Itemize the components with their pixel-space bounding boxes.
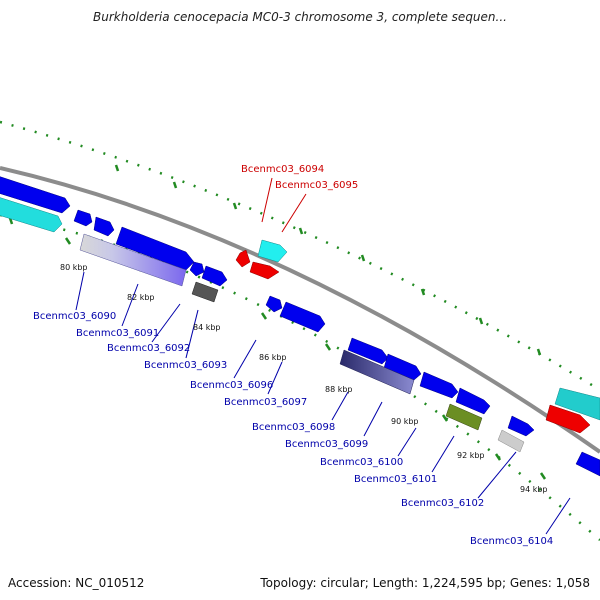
gene-6100-blue xyxy=(419,371,459,399)
gene-6092-blue xyxy=(189,261,205,277)
gene-label[interactable]: Bcenmc03_6097 xyxy=(224,397,307,408)
outer-dotted-ring xyxy=(0,120,600,392)
inner-dotted-ring xyxy=(0,213,600,541)
gene-label[interactable]: Bcenmc03_6098 xyxy=(252,422,335,433)
scale-label: 80 kbp xyxy=(60,263,88,272)
gene-6100b-blue xyxy=(455,387,491,415)
map-title: Burkholderia cenocepacia MC0-3 chromosom… xyxy=(93,10,507,24)
gene-arrow-cyan xyxy=(0,197,63,233)
accession-label: Accession: NC_010512 xyxy=(8,576,145,590)
gene-features-inner xyxy=(73,209,600,477)
gene-6098-blue xyxy=(347,337,389,365)
gene-label[interactable]: Bcenmc03_6100 xyxy=(320,457,403,468)
gene-label[interactable]: Bcenmc03_6102 xyxy=(401,498,484,509)
gene-6095-red xyxy=(249,261,280,280)
gene-6104 xyxy=(575,451,600,477)
gene-label[interactable]: Bcenmc03_6104 xyxy=(470,536,553,547)
scale-label: 92 kbp xyxy=(457,451,485,460)
genome-summary: Topology: circular; Length: 1,224,595 bp… xyxy=(260,576,590,590)
gene-small-red xyxy=(235,249,251,268)
gene-label[interactable]: Bcenmc03_6095 xyxy=(275,180,358,191)
gene-6093-gray xyxy=(191,281,219,303)
gene-6093-blue xyxy=(201,265,228,287)
gene-6102-blue xyxy=(507,415,535,437)
label-leader-lines xyxy=(75,177,571,535)
gene-6101-olive xyxy=(445,403,483,431)
gene-6098-slate xyxy=(339,349,415,395)
gene-6091-gradient xyxy=(79,233,187,287)
gene-label[interactable]: Bcenmc03_6096 xyxy=(190,380,273,391)
scale-label: 82 kbp xyxy=(127,293,155,302)
gene-label[interactable]: Bcenmc03_6099 xyxy=(285,439,368,450)
gene-6090 xyxy=(73,209,93,227)
gene-label[interactable]: Bcenmc03_6093 xyxy=(144,360,227,371)
gene-arrow-red-right xyxy=(545,404,591,434)
gene-label[interactable]: Bcenmc03_6090 xyxy=(33,311,116,322)
gene-labels: Bcenmc03_6094 Bcenmc03_6095 Bcenmc03_609… xyxy=(33,164,553,547)
gene-features-outer xyxy=(0,176,600,434)
scale-label: 90 kbp xyxy=(391,417,419,426)
gene-label[interactable]: Bcenmc03_6092 xyxy=(107,343,190,354)
chromosome-backbone xyxy=(0,166,600,454)
gene-6097 xyxy=(279,301,326,333)
gene-6102-gray xyxy=(497,429,525,453)
gene-label[interactable]: Bcenmc03_6091 xyxy=(76,328,159,339)
scale-labels: 80 kbp 82 kbp 84 kbp 86 kbp 88 kbp 90 kb… xyxy=(60,263,548,494)
scale-label: 86 kbp xyxy=(259,353,287,362)
scale-label: 94 kbp xyxy=(520,485,548,494)
gene-6096 xyxy=(265,295,283,313)
gene-label[interactable]: Bcenmc03_6094 xyxy=(241,164,324,175)
gene-arrow-cyan-right xyxy=(554,387,600,421)
scale-label: 84 kbp xyxy=(193,323,221,332)
gene-6099-blue xyxy=(383,353,422,381)
scale-label: 88 kbp xyxy=(325,385,353,394)
gene-label[interactable]: Bcenmc03_6101 xyxy=(354,474,437,485)
gene-blue-small xyxy=(93,216,115,237)
gene-arrow-blue xyxy=(0,176,71,214)
gene-6094-cyan xyxy=(257,239,288,263)
gene-6091-blue xyxy=(115,226,195,271)
